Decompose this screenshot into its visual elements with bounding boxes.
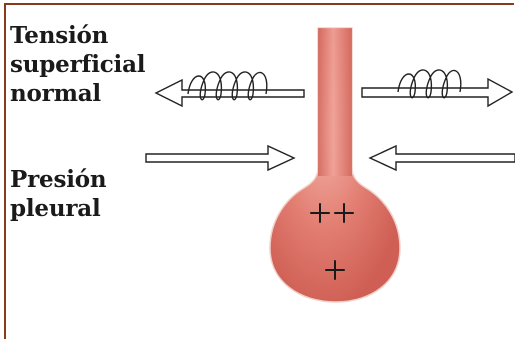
left-tension-arrow xyxy=(156,80,304,106)
left-pressure-arrow xyxy=(146,146,294,170)
hollow-arrow-icon xyxy=(146,146,294,170)
right-pressure-arrow xyxy=(370,146,515,170)
hollow-arrow-icon xyxy=(362,79,512,106)
hollow-arrow-icon xyxy=(156,80,304,106)
alveolus-neck xyxy=(318,28,352,176)
right-tension-arrow xyxy=(362,79,512,106)
hollow-arrow-icon xyxy=(370,146,515,170)
